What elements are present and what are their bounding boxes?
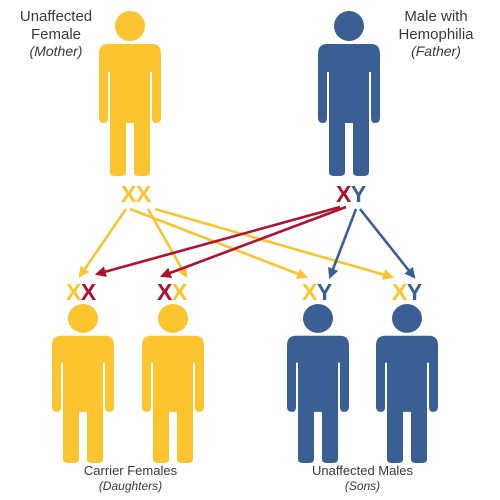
person-icon xyxy=(318,11,380,176)
mother-label: Unaffected Female (Mother) xyxy=(0,8,112,60)
chromosome-letter: Y xyxy=(406,279,422,305)
son-2-chromosomes: XY xyxy=(392,280,422,304)
arrow-father-to-daughter-1 xyxy=(94,205,341,277)
father-label-line1: Male with xyxy=(404,8,468,25)
mother-figure xyxy=(99,11,161,176)
arrow-mother-to-daughter-2 xyxy=(146,208,188,278)
chromosome-letter: X xyxy=(336,181,351,207)
chromosome-letter: X xyxy=(157,279,172,305)
chromosome-letter: X xyxy=(392,279,407,305)
arrow-father-to-son-1 xyxy=(328,208,358,280)
son-2-figure xyxy=(376,303,438,463)
chromosome-letter: Y xyxy=(316,279,332,305)
sons-role: (Sons) xyxy=(344,479,381,493)
daughter-1-figure xyxy=(52,303,114,463)
arrow-father-to-daughter-2 xyxy=(159,205,347,279)
father-label: Male with Hemophilia (Father) xyxy=(380,8,492,60)
daughter-1-chromosomes: XX xyxy=(66,280,96,304)
arrow-mother-to-daughter-1 xyxy=(78,208,128,278)
chromosome-letter: X xyxy=(302,279,317,305)
sons-label: Unaffected Males xyxy=(312,463,413,478)
son-1-figure xyxy=(287,303,349,463)
son-1-chromosomes: XY xyxy=(302,280,332,304)
sons-group-label: Unaffected Males (Sons) xyxy=(280,463,445,494)
chromosome-letter: Y xyxy=(350,181,366,207)
person-icon xyxy=(142,303,204,463)
daughter-2-chromosomes: XX xyxy=(157,280,187,304)
chromosome-letter: X xyxy=(135,181,151,207)
chromosome-letter: X xyxy=(171,279,187,305)
father-chromosomes: XY xyxy=(336,182,366,206)
father-role: (Father) xyxy=(411,43,461,60)
daughters-label: Carrier Females xyxy=(83,463,178,478)
chromosome-letter: X xyxy=(66,279,81,305)
person-icon xyxy=(287,303,349,463)
father-figure xyxy=(318,11,380,176)
daughters-group-label: Carrier Females (Daughters) xyxy=(48,463,213,494)
person-icon xyxy=(99,11,161,176)
chromosome-letter: X xyxy=(80,279,96,305)
daughter-2-figure xyxy=(142,303,204,463)
mother-chromosomes: XX xyxy=(121,182,151,206)
arrow-father-to-son-2 xyxy=(358,208,416,279)
mother-label-line1: Unaffected xyxy=(19,8,93,25)
chromosome-letter: X xyxy=(121,181,136,207)
mother-label-line2: Female xyxy=(30,25,82,43)
person-icon xyxy=(376,303,438,463)
mother-role: (Mother) xyxy=(29,43,83,60)
arrow-mother-to-son-1 xyxy=(129,207,309,279)
person-icon xyxy=(52,303,114,463)
father-label-line2: Hemophilia xyxy=(398,25,474,43)
daughters-role: (Daughters) xyxy=(98,479,163,493)
arrow-mother-to-son-2 xyxy=(154,207,395,280)
